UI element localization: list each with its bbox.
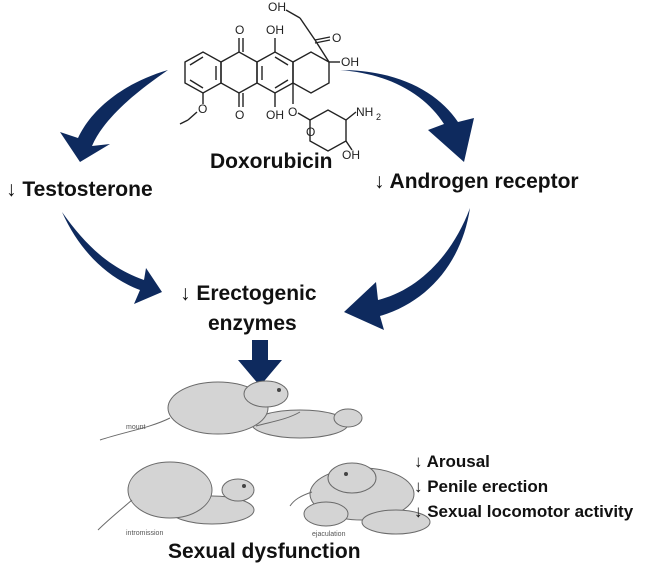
rat-ejaculation-illustration: [289, 462, 431, 535]
arrow-receptor-to-enzymes: [344, 208, 470, 330]
atom-glyco-o: O: [288, 105, 297, 119]
atom-o-bottom: O: [235, 108, 244, 122]
erectogenic-label-line2: enzymes: [208, 312, 297, 335]
arrow-to-androgen-receptor: [340, 70, 474, 162]
doxorubicin-label: Doxorubicin: [210, 150, 333, 173]
atom-ketone-o: O: [332, 31, 341, 45]
rat-intromission-illustration: [97, 461, 255, 531]
doxorubicin-atom-labels: O OH OH O OH O OH O O O NH 2 OH: [198, 0, 381, 162]
arrow-enzymes-to-dysfunction: [238, 340, 282, 386]
rat-mount-illustration: [99, 380, 363, 441]
intromission-caption: intromission: [126, 530, 164, 537]
arrow-testosterone-to-enzymes: [62, 212, 162, 304]
arousal-label: ↓ Arousal: [414, 452, 490, 471]
sexual-dysfunction-title: Sexual dysfunction: [168, 540, 361, 563]
atom-nh2-subscript: 2: [376, 112, 381, 122]
penile-erection-label: ↓ Penile erection: [414, 477, 549, 496]
sexual-locomotor-activity-label: ↓ Sexual locomotor activity: [414, 502, 634, 521]
androgen-receptor-label: ↓ Androgen receptor: [374, 170, 579, 193]
atom-methoxy-o: O: [198, 102, 207, 116]
atom-oh-bottom: OH: [266, 108, 284, 122]
atom-sugar-oh: OH: [342, 148, 360, 162]
atom-ch2oh: OH: [268, 0, 286, 14]
atom-nh2: NH: [356, 105, 373, 119]
arrows: [60, 70, 474, 386]
atom-o-top: O: [235, 23, 244, 37]
ejaculation-caption: ejaculation: [312, 531, 346, 538]
doxorubicin-structure: [184, 9, 357, 152]
atom-oh-side: OH: [341, 55, 359, 69]
methoxy-methyl: [179, 119, 189, 125]
atom-oh-top: OH: [266, 23, 284, 37]
arrow-to-testosterone: [60, 70, 168, 162]
erectogenic-label-line1: ↓ Erectogenic: [180, 282, 317, 305]
testosterone-label: ↓ Testosterone: [6, 178, 153, 201]
mount-caption: mount: [126, 424, 146, 431]
atom-ring-o: O: [306, 125, 315, 139]
